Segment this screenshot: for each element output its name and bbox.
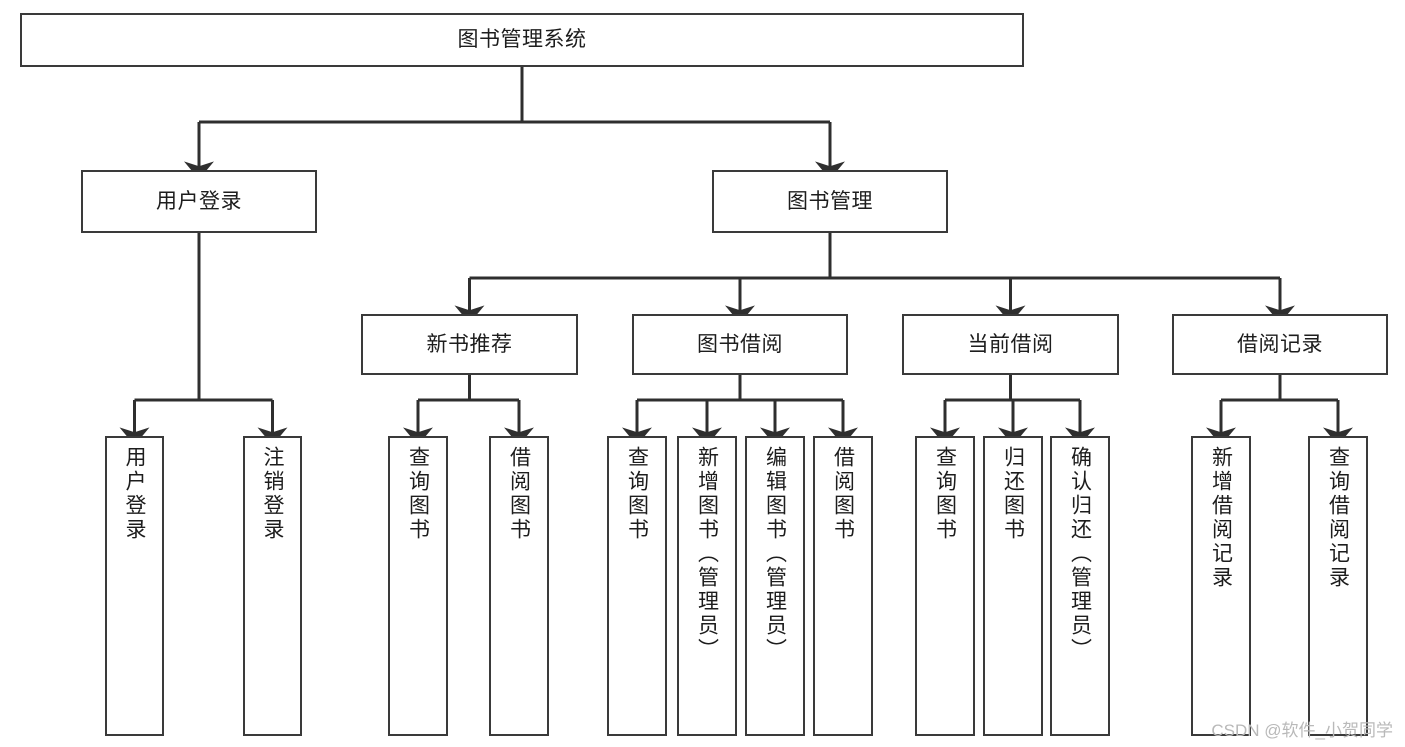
node-label: 图书管理系统 (457, 28, 587, 52)
node-label: 归还图书 (1001, 446, 1025, 542)
node-leaf-borrow-book-2[interactable]: 借阅图书 (813, 436, 873, 736)
node-label: 借阅图书 (831, 446, 855, 542)
node-label: 确认归还（管理员） (1068, 446, 1092, 662)
node-label: 当前借阅 (967, 332, 1054, 356)
node-book-borrow[interactable]: 图书借阅 (632, 314, 848, 375)
node-new-book-rec[interactable]: 新书推荐 (361, 314, 578, 375)
node-current-borrow[interactable]: 当前借阅 (902, 314, 1119, 375)
node-leaf-confirm-return[interactable]: 确认归还（管理员） (1050, 436, 1110, 736)
node-label: 用户登录 (156, 189, 242, 213)
node-label: 查询图书 (406, 446, 430, 542)
node-leaf-query-book-1[interactable]: 查询图书 (388, 436, 448, 736)
node-label: 图书管理 (787, 189, 873, 213)
node-label: 注销登录 (261, 446, 284, 542)
node-label: 借阅记录 (1237, 332, 1323, 356)
node-book-manage[interactable]: 图书管理 (712, 170, 948, 233)
node-leaf-borrow-book-1[interactable]: 借阅图书 (489, 436, 549, 736)
node-leaf-edit-book[interactable]: 编辑图书（管理员） (745, 436, 805, 736)
node-label: 新增图书（管理员） (695, 446, 719, 662)
node-label: 用户登录 (123, 446, 146, 542)
node-label: 查询图书 (625, 446, 649, 542)
node-leaf-user-login[interactable]: 用户登录 (105, 436, 164, 736)
node-label: 编辑图书（管理员） (763, 446, 787, 662)
node-leaf-add-book[interactable]: 新增图书（管理员） (677, 436, 737, 736)
node-root[interactable]: 图书管理系统 (20, 13, 1024, 67)
node-leaf-query-book-3[interactable]: 查询图书 (915, 436, 975, 736)
node-label: 查询图书 (933, 446, 957, 542)
node-label: 借阅图书 (507, 446, 531, 542)
node-label: 新书推荐 (426, 332, 513, 356)
node-leaf-query-book-2[interactable]: 查询图书 (607, 436, 667, 736)
node-leaf-query-record[interactable]: 查询借阅记录 (1308, 436, 1368, 736)
node-label: 查询借阅记录 (1326, 446, 1350, 590)
node-borrow-record[interactable]: 借阅记录 (1172, 314, 1388, 375)
node-leaf-logout[interactable]: 注销登录 (243, 436, 302, 736)
node-label: 新增借阅记录 (1209, 446, 1233, 590)
node-user-login[interactable]: 用户登录 (81, 170, 317, 233)
node-leaf-return-book[interactable]: 归还图书 (983, 436, 1043, 736)
node-leaf-add-record[interactable]: 新增借阅记录 (1191, 436, 1251, 736)
node-label: 图书借阅 (697, 332, 783, 356)
